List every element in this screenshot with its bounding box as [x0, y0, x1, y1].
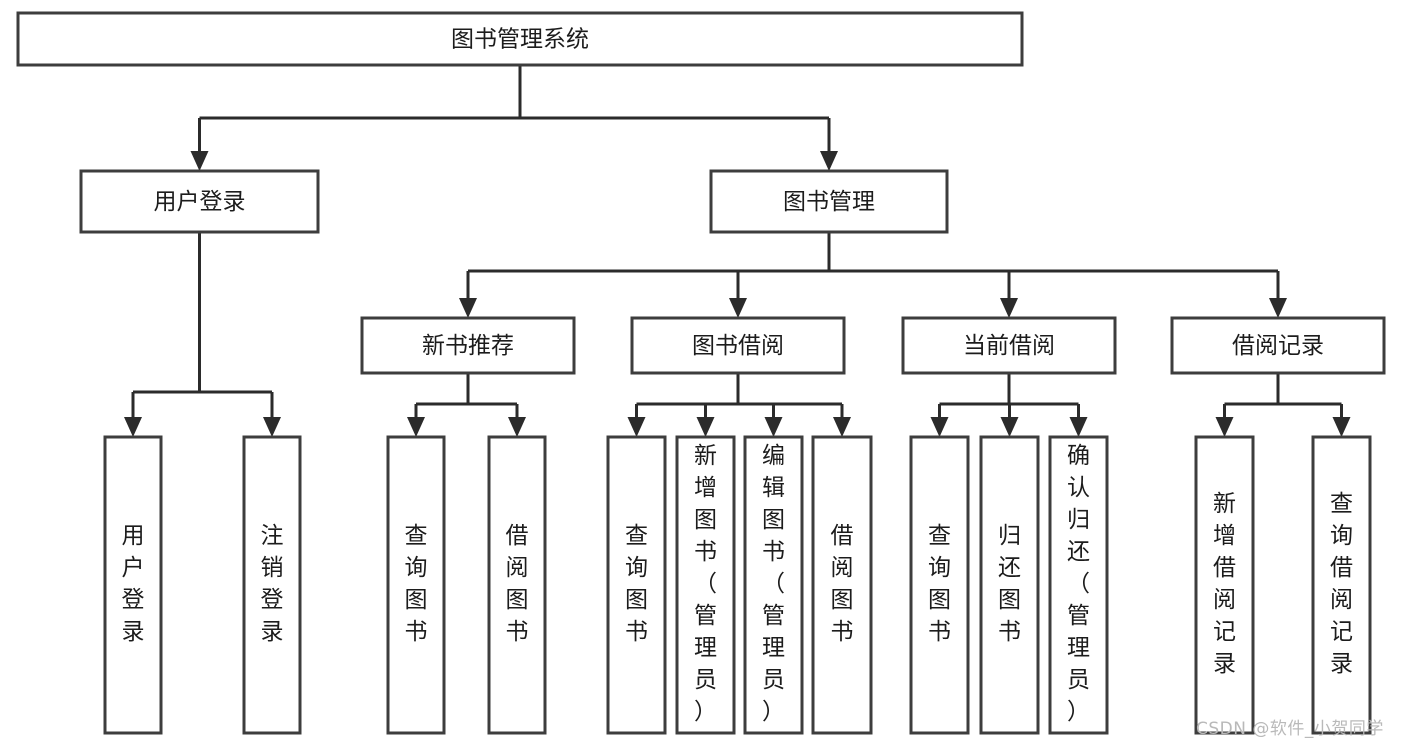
node-box: [901, 316, 1117, 375]
arrow-head-icon: [508, 417, 526, 437]
nodes-layer: 图书管理系统用户登录图书管理新书推荐图书借阅当前借阅借阅记录用户登录注销登录查询…: [16, 11, 1386, 735]
node-label: 查询图书: [928, 523, 951, 645]
node-box: [909, 435, 970, 735]
node-leaf-query-book-3[interactable]: 查询图书: [909, 435, 970, 735]
node-box: [16, 11, 1024, 67]
node-leaf-borrow-book-2[interactable]: 借阅图书: [811, 435, 873, 735]
node-box: [1170, 316, 1386, 375]
arrow-head-icon: [1332, 417, 1351, 437]
node-label: 查询图书: [625, 523, 648, 645]
node-label: 借阅记录: [1232, 333, 1324, 359]
node-leaf-user-login[interactable]: 用户登录: [103, 435, 163, 735]
node-current-borrow[interactable]: 当前借阅: [901, 316, 1117, 375]
node-box: [709, 169, 949, 234]
node-label: 归还图书: [998, 523, 1021, 645]
node-box: [811, 435, 873, 735]
node-label: 用户登录: [122, 523, 145, 645]
node-leaf-logout[interactable]: 注销登录: [242, 435, 302, 735]
arrow-head-icon: [1000, 417, 1019, 437]
node-label: 新增借阅记录: [1213, 491, 1236, 677]
node-label: 查询借阅记录: [1330, 491, 1353, 677]
arrow-head-icon: [1215, 417, 1234, 437]
arrow-head-icon: [263, 417, 281, 437]
node-leaf-query-book-1[interactable]: 查询图书: [386, 435, 446, 735]
node-label: 当前借阅: [963, 333, 1055, 359]
node-label: 借阅图书: [831, 523, 854, 645]
node-leaf-query-book-2[interactable]: 查询图书: [606, 435, 667, 735]
node-leaf-query-record[interactable]: 查询借阅记录: [1311, 435, 1372, 735]
node-label: 注销登录: [261, 523, 284, 645]
node-leaf-edit-book[interactable]: 编辑图书（管理员）: [743, 435, 804, 735]
arrow-head-icon: [124, 417, 142, 437]
node-box: [675, 435, 736, 735]
arrow-head-icon: [1069, 417, 1088, 437]
node-leaf-borrow-book-1[interactable]: 借阅图书: [487, 435, 547, 735]
node-box: [1311, 435, 1372, 735]
node-label: 新增图书（管理员）: [694, 443, 717, 725]
node-label: 图书管理: [783, 189, 875, 215]
arrow-head-icon: [1269, 298, 1287, 318]
edges-layer: [124, 65, 1351, 437]
node-user-login[interactable]: 用户登录: [79, 169, 320, 234]
arrow-head-icon: [407, 417, 425, 437]
arrow-head-icon: [1000, 298, 1018, 318]
node-label: 查询图书: [405, 523, 428, 645]
arrow-head-icon: [729, 298, 747, 318]
node-leaf-confirm-return[interactable]: 确认归还（管理员）: [1048, 435, 1109, 735]
arrow-head-icon: [833, 417, 851, 437]
node-box: [487, 435, 547, 735]
node-leaf-add-book[interactable]: 新增图书（管理员）: [675, 435, 736, 735]
node-new-book-rec[interactable]: 新书推荐: [360, 316, 576, 375]
arrow-head-icon: [696, 417, 715, 437]
node-box: [79, 169, 320, 234]
node-box: [743, 435, 804, 735]
node-label: 用户登录: [154, 189, 246, 215]
node-borrow-record[interactable]: 借阅记录: [1170, 316, 1386, 375]
node-label: 图书管理系统: [451, 27, 589, 53]
node-label: 图书借阅: [692, 333, 784, 359]
arrow-head-icon: [627, 417, 646, 437]
node-leaf-add-record[interactable]: 新增借阅记录: [1194, 435, 1255, 735]
node-box: [360, 316, 576, 375]
node-label: 确认归还（管理员）: [1067, 443, 1090, 725]
arrow-head-icon: [459, 298, 477, 318]
node-label: 编辑图书（管理员）: [762, 443, 785, 725]
node-box: [1048, 435, 1109, 735]
node-book-borrow[interactable]: 图书借阅: [630, 316, 846, 375]
node-label: 借阅图书: [506, 523, 529, 645]
node-box: [979, 435, 1040, 735]
node-leaf-return-book[interactable]: 归还图书: [979, 435, 1040, 735]
arrow-head-icon: [820, 151, 838, 171]
node-book-manage[interactable]: 图书管理: [709, 169, 949, 234]
node-box: [1194, 435, 1255, 735]
node-box: [242, 435, 302, 735]
node-box: [386, 435, 446, 735]
node-box: [103, 435, 163, 735]
node-root[interactable]: 图书管理系统: [16, 11, 1024, 67]
arrow-head-icon: [930, 417, 949, 437]
watermark-text: CSDN @软件_小贺同学: [1196, 719, 1384, 739]
node-box: [606, 435, 667, 735]
node-box: [630, 316, 846, 375]
arrow-head-icon: [190, 151, 209, 171]
arrow-head-icon: [764, 417, 783, 437]
node-label: 新书推荐: [422, 333, 514, 359]
